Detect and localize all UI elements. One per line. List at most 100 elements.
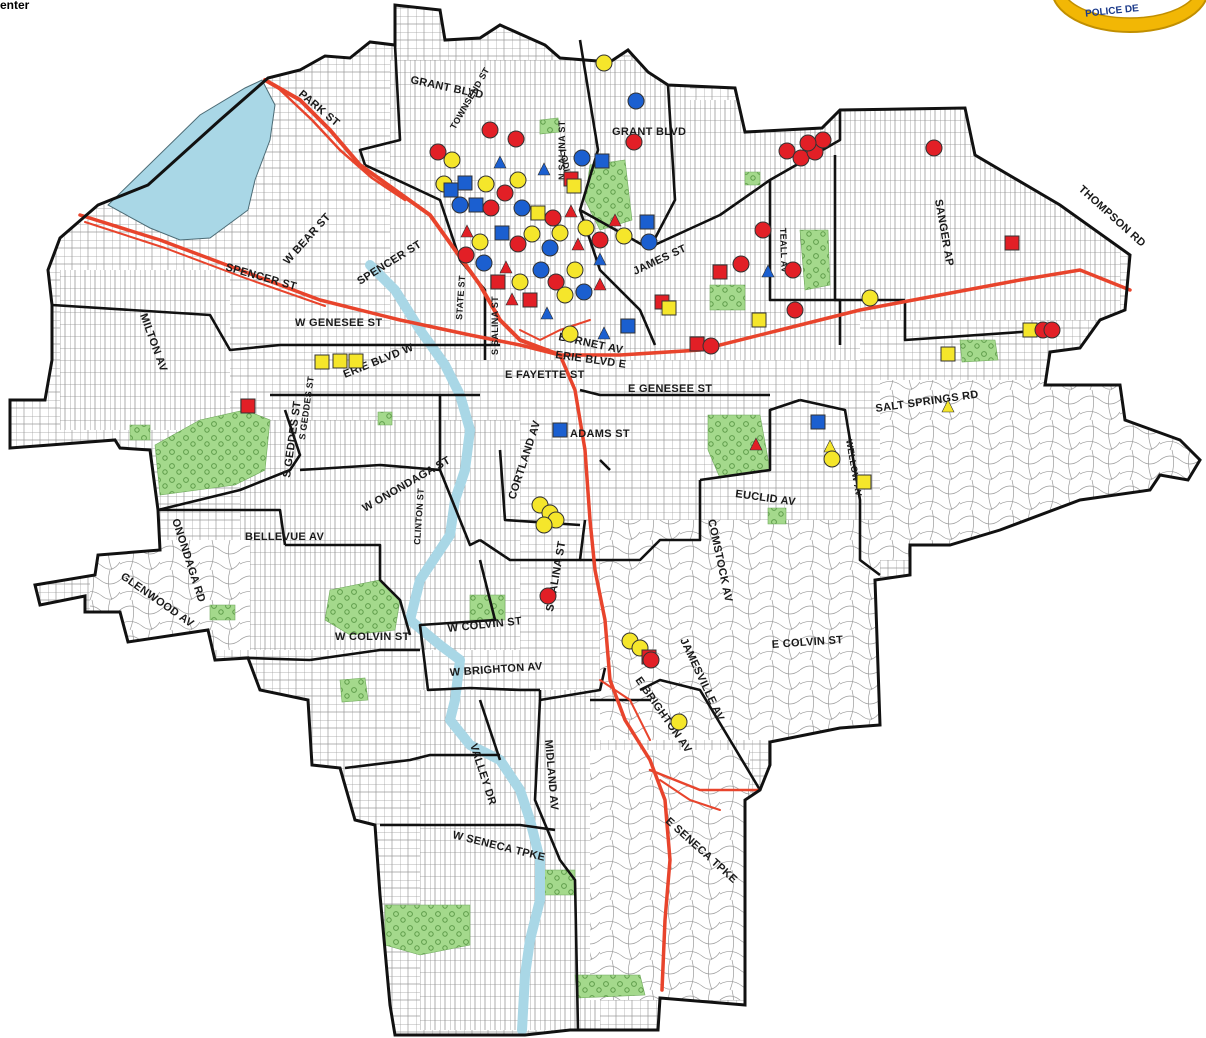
incident-marker [493, 155, 507, 169]
incident-marker [593, 252, 607, 266]
incident-marker [566, 261, 584, 279]
incident-marker [784, 261, 802, 279]
incident-marker [457, 175, 473, 191]
street-label: W COLVIN ST [335, 631, 410, 643]
incident-marker [573, 149, 591, 167]
incident-marker [577, 219, 595, 237]
incident-marker [940, 346, 956, 362]
street-label: STATE ST [454, 275, 467, 320]
incident-marker [639, 214, 655, 230]
incident-marker [593, 277, 607, 291]
incident-marker [925, 139, 943, 157]
incident-marker [532, 261, 550, 279]
incident-marker [551, 224, 569, 242]
incident-marker [482, 199, 500, 217]
incident-marker [451, 196, 469, 214]
incident-marker [509, 235, 527, 253]
incident-marker [496, 184, 514, 202]
incident-markers [240, 54, 1061, 731]
incident-marker [494, 225, 510, 241]
incident-marker [537, 162, 551, 176]
incident-marker [861, 289, 879, 307]
incident-marker [571, 237, 585, 251]
incident-marker [564, 204, 578, 218]
incident-marker [732, 255, 750, 273]
incident-marker [625, 133, 643, 151]
incident-marker [799, 134, 817, 152]
incident-marker [561, 325, 579, 343]
police-seal: POLICE DE [1053, 0, 1206, 33]
incident-marker [457, 246, 475, 264]
incident-marker [547, 273, 565, 291]
incident-marker [642, 651, 660, 669]
incident-marker [749, 437, 763, 451]
incident-marker [566, 178, 582, 194]
incident-marker [552, 422, 568, 438]
incident-marker [1043, 321, 1061, 339]
incident-marker [475, 254, 493, 272]
incident-marker [1004, 235, 1020, 251]
incident-marker [507, 130, 525, 148]
street-label: W GENESEE ST [295, 317, 382, 329]
incident-marker [490, 274, 506, 290]
street-label: S SALINA ST [490, 296, 500, 355]
incident-marker [348, 353, 364, 369]
onondaga-lake [107, 79, 276, 241]
incident-marker [689, 336, 705, 352]
incident-marker [810, 414, 826, 430]
incident-marker [481, 121, 499, 139]
incident-marker [522, 292, 538, 308]
incident-marker [941, 399, 955, 413]
incident-marker [823, 450, 841, 468]
incident-marker [539, 587, 557, 605]
incident-marker [471, 233, 489, 251]
incident-marker [751, 312, 767, 328]
incident-marker [541, 239, 559, 257]
incident-marker [523, 225, 541, 243]
incident-marker [712, 264, 728, 280]
incident-marker [429, 143, 447, 161]
corner-title-fragment: enter [0, 0, 30, 12]
onondaga-creek [365, 260, 545, 1035]
incident-marker [511, 273, 529, 291]
street-label: CLINTON ST [412, 488, 426, 546]
incident-marker [627, 92, 645, 110]
incident-marker [460, 224, 474, 238]
street-label: E COLVIN ST [771, 634, 843, 651]
street-label: E FAYETTE ST [505, 369, 585, 381]
incident-marker [640, 233, 658, 251]
incident-marker [754, 221, 772, 239]
street-label: BELLEVUE AV [245, 531, 324, 543]
incident-marker [615, 227, 633, 245]
incident-marker [661, 300, 677, 316]
incident-marker [443, 151, 461, 169]
incident-marker [530, 205, 546, 221]
street-label: N SALINA ST [557, 120, 567, 180]
incident-marker [597, 326, 611, 340]
incident-marker [332, 353, 348, 369]
street-label: GRANT BLVD [612, 126, 686, 138]
incident-marker [814, 131, 832, 149]
street-label: ADAMS ST [570, 428, 630, 440]
incident-marker [575, 283, 593, 301]
incident-marker [856, 474, 872, 490]
incident-marker [786, 301, 804, 319]
incident-marker [240, 398, 256, 414]
incident-marker [443, 182, 459, 198]
incident-marker [620, 318, 636, 334]
incident-marker [509, 171, 527, 189]
incident-marker [535, 516, 553, 534]
incident-marker [702, 337, 720, 355]
incident-marker [778, 142, 796, 160]
incident-marker [314, 354, 330, 370]
incident-marker [468, 197, 484, 213]
parks [129, 117, 999, 999]
highways [78, 78, 1132, 992]
incident-marker [556, 286, 574, 304]
incident-marker [594, 153, 610, 169]
incident-marker [513, 199, 531, 217]
incident-marker [544, 209, 562, 227]
incident-marker [595, 54, 613, 72]
street-label: TEALL AV [778, 228, 790, 274]
